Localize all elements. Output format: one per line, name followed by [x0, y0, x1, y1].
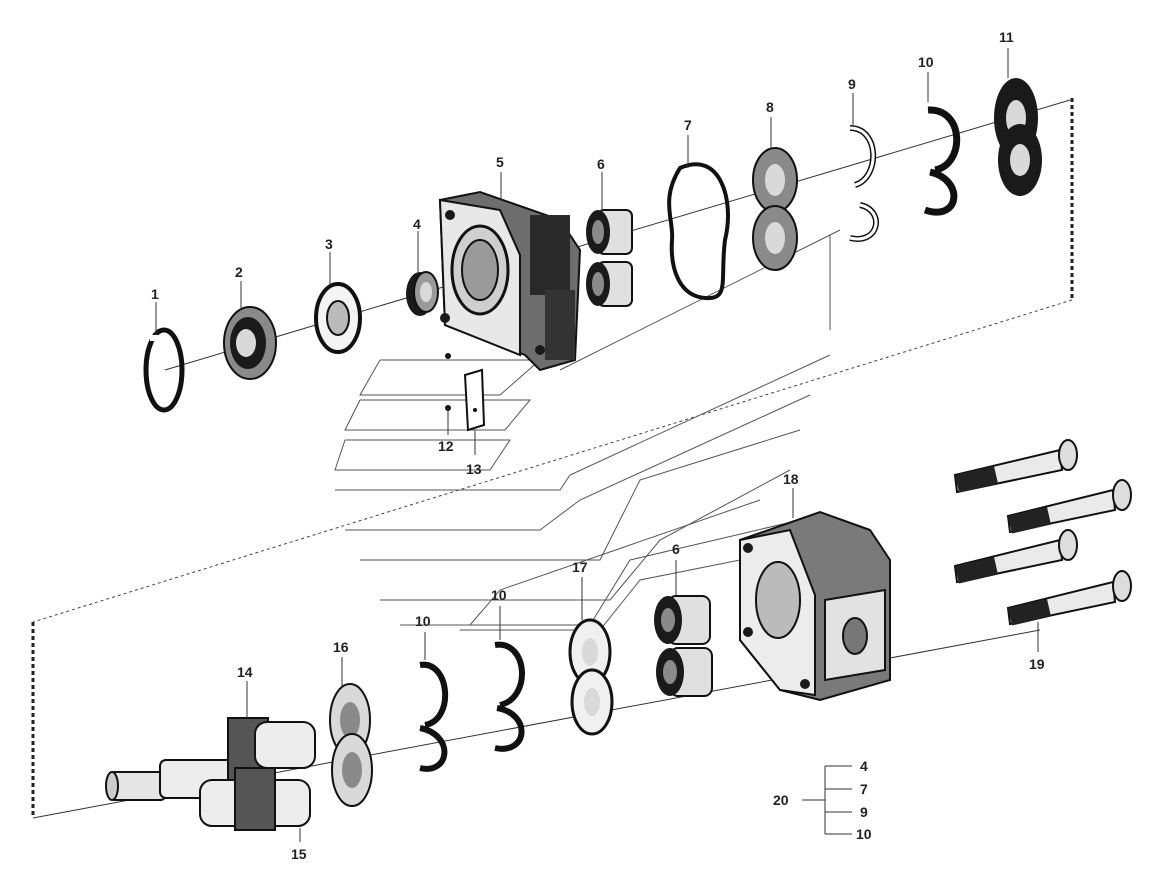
part-13-plate	[463, 368, 486, 455]
part-6-needle-bearings-upper	[586, 209, 633, 307]
callout-6-lower: 6	[672, 541, 680, 557]
callout-14: 14	[237, 664, 253, 680]
part-9-backup-ring	[849, 125, 879, 242]
callout-4: 4	[413, 216, 421, 232]
part-17-washer-pair	[568, 618, 614, 736]
part-8-seal-pair	[752, 147, 798, 271]
callout-8: 8	[766, 99, 774, 115]
kit-item-4: 10	[856, 826, 872, 842]
callout-9: 9	[848, 76, 856, 92]
callout-12: 12	[438, 438, 454, 454]
part-6-needle-bearings-lower	[654, 595, 713, 697]
part-19-bolts	[953, 439, 1132, 626]
callout-10-lower-b: 10	[491, 587, 507, 603]
part-4-seal	[406, 271, 439, 316]
callout-17: 17	[572, 559, 588, 575]
part-12-pin	[445, 353, 451, 435]
callout-6-upper: 6	[597, 156, 605, 172]
callout-13: 13	[466, 461, 482, 477]
bolt-2	[1006, 479, 1132, 534]
callout-16: 16	[333, 639, 349, 655]
callout-18: 18	[783, 471, 799, 487]
kit-bracket	[802, 765, 852, 835]
part-15-driven-gear	[199, 767, 311, 831]
part-5-front-flange	[438, 190, 582, 372]
bolt-3	[953, 529, 1078, 584]
part-1-circlip	[143, 327, 185, 413]
callout-3: 3	[325, 236, 333, 252]
callout-2: 2	[235, 264, 243, 280]
bolt-4	[1006, 570, 1132, 626]
callout-10-lower-a: 10	[415, 613, 431, 629]
kit-label: 20	[773, 792, 789, 808]
callout-11: 11	[999, 29, 1014, 45]
part-3-washer	[314, 282, 362, 354]
bolt-1	[953, 439, 1078, 494]
part-10-seal-ring-lower-a	[419, 661, 448, 772]
callout-19: 19	[1029, 656, 1045, 672]
leader-lines	[155, 48, 1039, 842]
callout-5: 5	[496, 154, 504, 170]
part-10-seal-ring-lower-b	[494, 641, 525, 752]
callout-15: 15	[291, 846, 307, 862]
callout-7: 7	[684, 117, 692, 133]
callout-1: 1	[151, 286, 159, 302]
part-10-seal-ring-upper	[923, 106, 961, 216]
part-2-bearing	[223, 306, 277, 380]
kit-item-3: 9	[860, 804, 868, 820]
kit-item-1: 4	[860, 758, 868, 774]
part-7-gasket	[667, 162, 730, 301]
assembly-boundary	[31, 98, 1074, 818]
kit-item-2: 7	[860, 781, 868, 797]
callout-10-upper: 10	[918, 54, 934, 70]
part-11-rear-seal	[994, 78, 1042, 196]
part-16-thrust-plate	[329, 683, 373, 807]
part-18-pump-body	[739, 510, 891, 702]
